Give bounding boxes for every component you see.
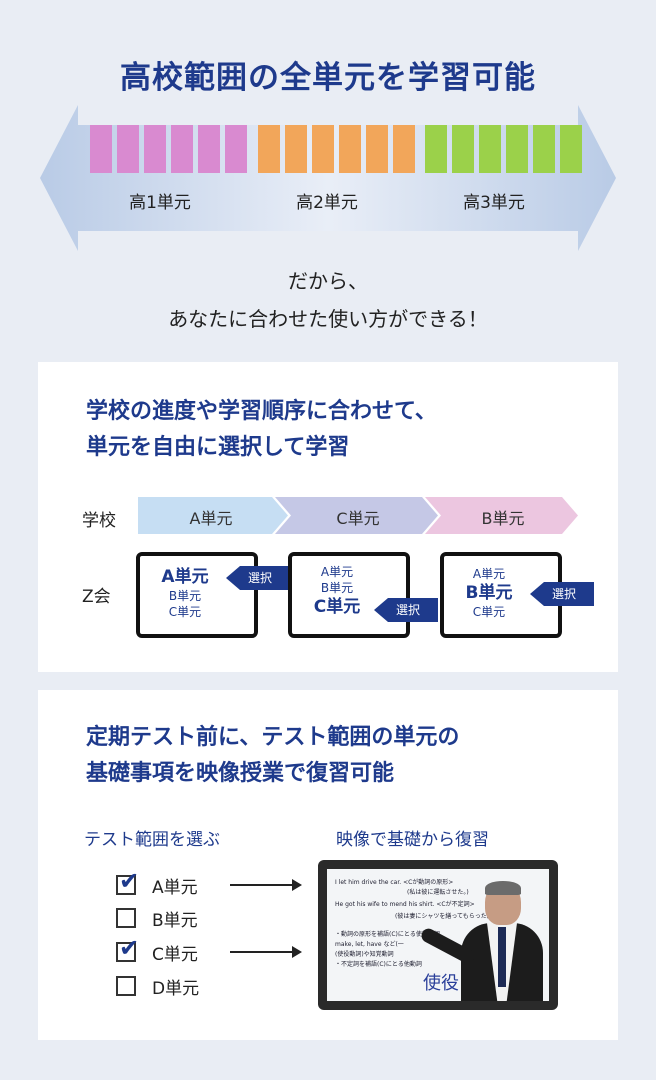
tablet-2: A単元 B単元 C単元 <box>288 552 410 638</box>
tablet-1: A単元 B単元 C単元 <box>136 552 258 638</box>
video-text: make, let, have など(一 <box>335 941 404 948</box>
checkbox[interactable]: ✔ <box>116 869 139 895</box>
unit-block <box>225 125 247 173</box>
school-row-label: 学校 <box>82 511 116 531</box>
video-text: (私は彼に運転させた。) <box>407 889 469 896</box>
unit-label: C単元 <box>313 597 361 617</box>
unit-block <box>393 125 415 173</box>
unit-block <box>198 125 220 173</box>
tablet-1-units: A単元 B単元 C単元 <box>128 566 242 620</box>
teacher-tie <box>498 927 506 987</box>
video-screen[interactable]: I let him drive the car. <Cが動詞の原形> (私は彼に… <box>327 869 549 1001</box>
arrow-right-icon <box>230 946 302 958</box>
unit-block <box>533 125 555 173</box>
unit-label: A単元 <box>320 565 354 579</box>
page-title: 高校範囲の全単元を学習可能 <box>120 60 536 96</box>
unit-block <box>258 125 280 173</box>
lead-line-2: あなたに合わせた使い方ができる！ <box>168 307 488 331</box>
unit-label: A単元 <box>161 567 209 587</box>
unit-block <box>144 125 166 173</box>
video-text: ・不定詞を補語(C)にとる他動詞 <box>335 961 422 968</box>
unit-block <box>171 125 193 173</box>
unit-block <box>560 125 582 173</box>
unit-label: B単元 <box>168 589 202 603</box>
checklist-item-b[interactable]: B単元 <box>116 906 198 931</box>
tablet-3-units: A単元 B単元 C単元 <box>432 566 546 620</box>
video-text: (彼は妻にシャツを繕ってもらった。) <box>395 913 493 920</box>
right-column-heading: 映像で基礎から復習 <box>336 830 489 850</box>
grade1-label: 高1単元 <box>129 193 191 213</box>
checkbox[interactable] <box>116 908 136 928</box>
video-text: I let him drive the car. <Cが動詞の原形> <box>335 879 454 886</box>
select-tag-1: 選択 <box>226 566 290 590</box>
card1-title-line-2: 単元を自由に選択して学習 <box>86 435 350 460</box>
grade1-blocks <box>90 125 247 173</box>
unit-block <box>312 125 334 173</box>
teacher-hair <box>485 881 521 895</box>
checklist-item-a[interactable]: ✔ A単元 <box>116 869 198 898</box>
unit-label: B単元 <box>320 581 354 595</box>
unit-label: B単元 <box>465 583 513 603</box>
unit-block <box>425 125 447 173</box>
card2-title: 定期テスト前に、テスト範囲の単元の 基礎事項を映像授業で復習可能 <box>86 720 459 792</box>
unit-block <box>479 125 501 173</box>
handwriting-note: 使役 <box>423 973 459 994</box>
checklist-label: C単元 <box>152 944 198 965</box>
checklist-item-d[interactable]: D単元 <box>116 974 200 999</box>
select-tag-2: 選択 <box>374 598 438 622</box>
grade3-blocks <box>425 125 582 173</box>
unit-block <box>117 125 139 173</box>
arrow-right-icon <box>230 879 302 891</box>
unit-block <box>90 125 112 173</box>
video-text: ・動詞の原形を補語(C)にとる使役動詞 <box>335 931 440 938</box>
unit-block <box>366 125 388 173</box>
card1-title-line-1: 学校の進度や学習順序に合わせて、 <box>86 399 437 424</box>
unit-block <box>506 125 528 173</box>
video-text: He got his wife to mend his shirt. <Cが不定… <box>335 901 475 908</box>
card1-title: 学校の進度や学習順序に合わせて、 単元を自由に選択して学習 <box>86 394 437 466</box>
grade2-label: 高2単元 <box>296 193 358 213</box>
select-tag-3: 選択 <box>530 582 594 606</box>
school-sequence-arrows <box>138 497 578 534</box>
card2-title-line-1: 定期テスト前に、テスト範囲の単元の <box>86 725 460 750</box>
grade3-label: 高3単元 <box>463 193 525 213</box>
checkbox[interactable]: ✔ <box>116 936 139 962</box>
checklist-item-c[interactable]: ✔ C単元 <box>116 936 198 965</box>
checkbox[interactable] <box>116 976 136 996</box>
unit-block <box>339 125 361 173</box>
unit-block <box>452 125 474 173</box>
zkai-row-label: Z会 <box>82 587 111 607</box>
unit-label: A単元 <box>472 567 506 581</box>
tablet-2-units: A単元 B単元 C単元 <box>280 564 394 618</box>
video-text: (使役動詞)や知覚動詞 <box>335 951 394 958</box>
unit-block <box>285 125 307 173</box>
left-column-heading: テスト範囲を選ぶ <box>84 830 220 850</box>
unit-label: C単元 <box>472 605 506 619</box>
grade2-blocks <box>258 125 415 173</box>
lead-line-1: だから、 <box>288 269 368 293</box>
checklist-label: A単元 <box>152 877 198 898</box>
checkmark-icon: ✔ <box>119 934 140 962</box>
tablet-video[interactable]: I let him drive the car. <Cが動詞の原形> (私は彼に… <box>318 860 558 1010</box>
school-step-2: C単元 <box>336 509 380 528</box>
checkmark-icon: ✔ <box>119 867 140 895</box>
lead-text: だから、 あなたに合わせた使い方ができる！ <box>0 262 656 338</box>
checklist-label: B単元 <box>152 910 198 931</box>
checklist-label: D単元 <box>152 978 200 999</box>
school-step-1: A単元 <box>189 509 233 528</box>
card2-title-line-2: 基礎事項を映像授業で復習可能 <box>86 761 395 786</box>
unit-label: C単元 <box>168 605 202 619</box>
school-step-3: B単元 <box>481 509 525 528</box>
